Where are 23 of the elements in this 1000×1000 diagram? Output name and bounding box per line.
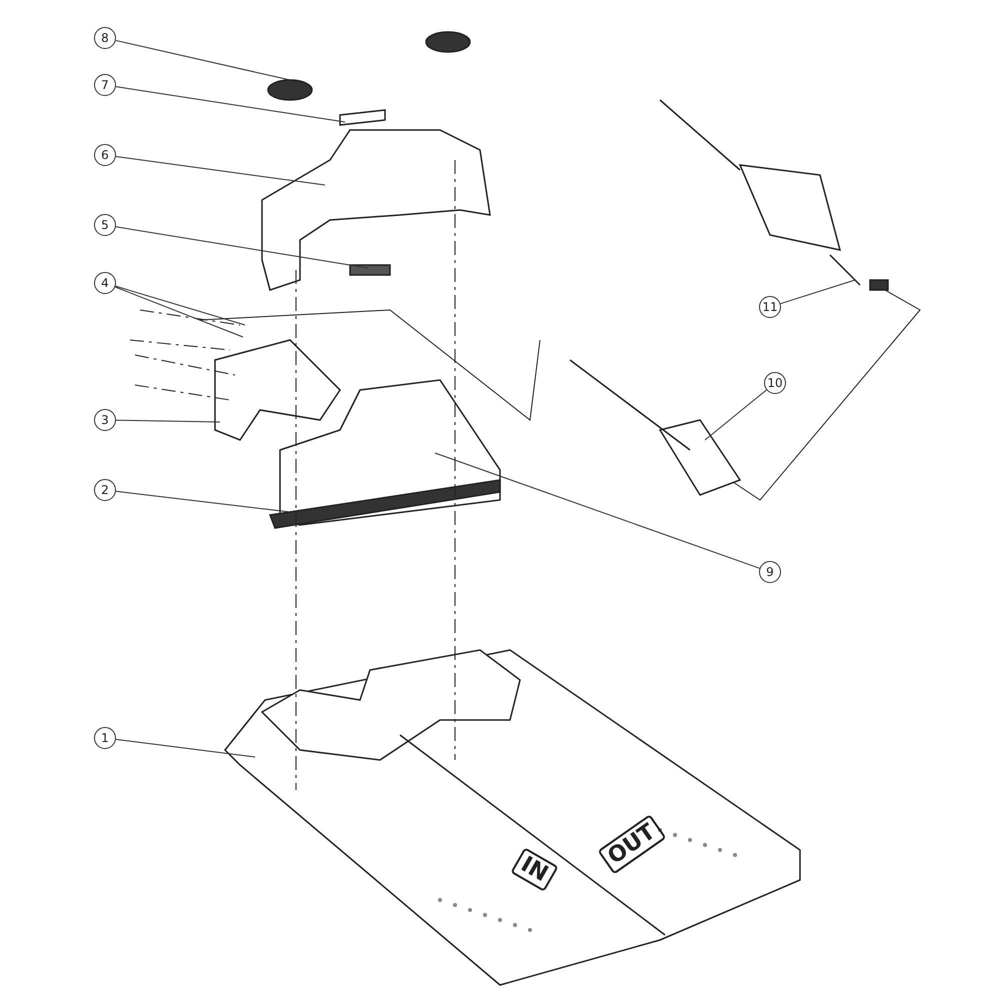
leader-line bbox=[115, 40, 290, 80]
callout-number: 10 bbox=[764, 372, 786, 394]
callout-number: 6 bbox=[94, 144, 116, 166]
callout-number: 4 bbox=[94, 272, 116, 294]
leader-line bbox=[704, 389, 767, 440]
callout-number: 2 bbox=[94, 479, 116, 501]
leader-line bbox=[115, 738, 256, 758]
callout-number: 11 bbox=[759, 296, 781, 318]
leader-line bbox=[780, 280, 856, 304]
leader-line bbox=[116, 420, 220, 422]
leader-line bbox=[114, 286, 244, 338]
callout-number: 1 bbox=[94, 727, 116, 749]
callout-number: 3 bbox=[94, 409, 116, 431]
leader-line bbox=[115, 156, 326, 186]
callout-number: 9 bbox=[759, 561, 781, 583]
leader-line bbox=[115, 226, 368, 268]
callout-number: 7 bbox=[94, 74, 116, 96]
callout-number: 8 bbox=[94, 27, 116, 49]
leader-line bbox=[115, 490, 290, 512]
leader-line bbox=[115, 286, 246, 326]
callout-number: 5 bbox=[94, 214, 116, 236]
leader-line bbox=[434, 452, 760, 569]
leader-line bbox=[115, 86, 346, 122]
